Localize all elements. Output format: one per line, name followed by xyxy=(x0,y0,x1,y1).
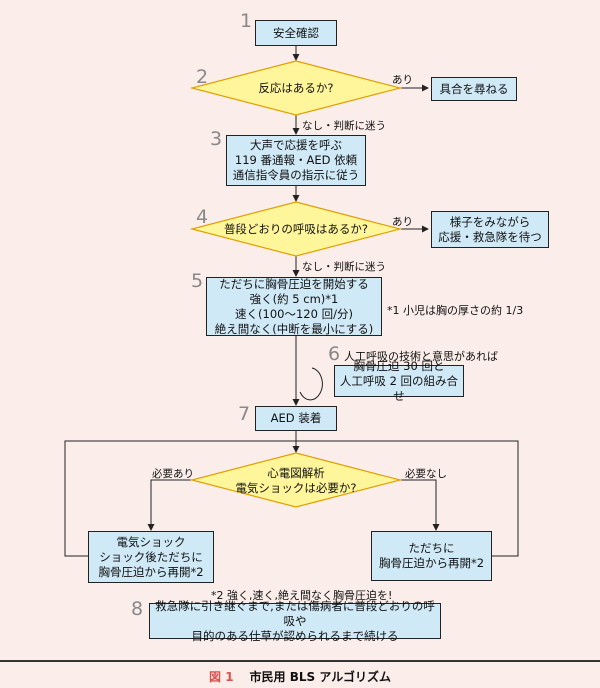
step-number-7: 7 xyxy=(238,403,251,425)
step-2-yes-box: 具合を尋ねる xyxy=(431,77,517,101)
step-number-1: 1 xyxy=(240,10,253,32)
step-4-yes-label: あり xyxy=(392,216,413,228)
arrow-noshock xyxy=(398,479,440,531)
note-2: *2 強く,速く,絶え間なく胸骨圧迫を! xyxy=(211,589,393,602)
step-number-4: 4 xyxy=(196,206,209,228)
noshock-box: ただちに 胸骨圧迫から再開*2 xyxy=(371,531,492,581)
figure-number: 図 1 xyxy=(209,670,234,684)
decision-right-label: 必要なし xyxy=(405,468,447,480)
step-number-3: 3 xyxy=(210,128,223,150)
step-5-note: *1 小児は胸の厚さの約 1/3 xyxy=(387,304,524,317)
loop-noshock xyxy=(296,440,519,557)
step-5-box: ただちに胸骨圧迫を開始する 強く(約 5 cm)*1 速く(100〜120 回/… xyxy=(206,277,382,336)
figure-caption: 図 1 市民用 BLS アルゴリズム xyxy=(0,668,600,685)
step-1-text: 安全確認 xyxy=(273,25,319,40)
figure-title: 市民用 BLS アルゴリズム xyxy=(249,670,391,684)
step-2-yes-label: あり xyxy=(392,74,413,86)
step-number-2: 2 xyxy=(196,66,209,88)
step-number-5: 5 xyxy=(191,270,204,292)
step-2-no-label: なし・判断に迷う xyxy=(302,120,386,132)
step-number-8: 8 xyxy=(131,598,144,620)
step-4-label: 普段どおりの呼吸はあるか? xyxy=(223,221,369,236)
step-6-box: 胸骨圧迫 30 回と 人工呼吸 2 回の組み合せ xyxy=(334,359,464,403)
step-number-6: 6 xyxy=(328,343,341,365)
loop-shock xyxy=(64,440,296,557)
step-4-no-label: なし・判断に迷う xyxy=(302,261,386,273)
decision-left-label: 必要あり xyxy=(152,468,194,480)
decision-diamond-ecg xyxy=(189,452,403,508)
step-2-label: 反応はあるか? xyxy=(258,80,334,95)
shock-box: 電気ショック ショック後ただちに 胸骨圧迫から再開*2 xyxy=(88,531,214,583)
step-7-box: AED 装着 xyxy=(255,406,337,431)
decision-diamond-2 xyxy=(189,60,403,116)
step-3-box: 大声で応援を呼ぶ 119 番通報・AED 依頼 通信指令員の指示に従う xyxy=(226,135,366,186)
step-1-box: 安全確認 xyxy=(255,20,337,46)
step-8-box: 救急隊に引き継ぐまで,または傷病者に普段どおりの呼吸や 目的のある仕草が認められ… xyxy=(149,599,441,643)
step-6-label: 人工呼吸の技術と意思があれば xyxy=(344,350,498,363)
decision-label: 心電図解析 電気ショックは必要か? xyxy=(235,466,357,495)
step-4-yes-box: 様子をみながら 応援・救急隊を待つ xyxy=(431,211,549,248)
loop-arrow xyxy=(299,367,323,401)
decision-diamond-4 xyxy=(189,201,403,257)
caption-rule xyxy=(0,660,600,662)
arrow-shock xyxy=(147,479,195,531)
